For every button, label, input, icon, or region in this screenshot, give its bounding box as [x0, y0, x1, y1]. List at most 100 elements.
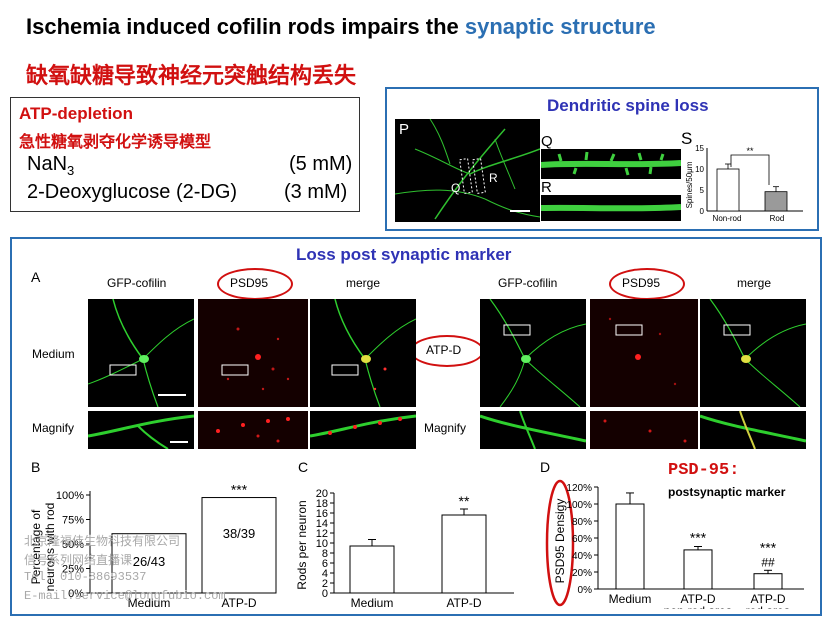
- chart-c-bar: [441, 514, 487, 594]
- spine-xlabel-rod: Rod: [770, 214, 785, 223]
- micrograph-atp-gfp: [480, 299, 586, 407]
- chart-c-ytick-label: 2: [322, 578, 328, 590]
- neuron-image-p: P Q R: [395, 119, 540, 222]
- micrograph-medium-psd95: [198, 299, 308, 407]
- spine-significance-bracket: [730, 154, 770, 185]
- psd95-note-text: postsynaptic marker: [668, 485, 786, 499]
- micrograph-medium-gfp: [88, 299, 194, 407]
- watermark-line: 北京隆福佳生物科技有限公司: [24, 535, 181, 549]
- chart-d-ylabel: PSD95 Densigy: [553, 499, 567, 584]
- atp-heading: ATP-depletion: [19, 104, 133, 123]
- chart-c-ytick-label: 8: [322, 548, 328, 560]
- spine-bar: [716, 168, 740, 212]
- spine-ytick: 5: [700, 186, 705, 195]
- col-label-merge: merge: [346, 276, 381, 290]
- reagent-concentration: (3 mM): [284, 181, 348, 203]
- reagent-row-nan3: NaN3 (5 mM): [27, 153, 352, 178]
- spine-ytick: 0: [700, 207, 705, 216]
- magnify-atp-psd95: [590, 411, 698, 449]
- magnify-medium-gfp-drawing: [88, 414, 194, 449]
- chart-c-ytick-label: 12: [316, 528, 328, 540]
- chart-d-xlabel: Medium: [609, 592, 652, 606]
- chart-d-bar: [615, 503, 645, 590]
- chart-d-significance-hash: ##: [761, 555, 775, 569]
- chart-b-ylabel: Percentage of: [29, 509, 43, 584]
- magnify-medium-psd95-drawing: [216, 417, 290, 443]
- chart-c-xlabel: Medium: [351, 596, 394, 609]
- chart-b-ytick-label: 100%: [56, 490, 84, 502]
- spine-xlabel-nonrod: Non-rod: [713, 214, 742, 223]
- chart-b-xlabel: Medium: [128, 596, 171, 609]
- chart-c-bar: [349, 545, 395, 594]
- panel-letter-a: A: [31, 269, 41, 285]
- atp-heading-chinese: 急性糖氧剥夺化学诱导模型: [19, 134, 212, 151]
- chart-b-ylabel: neurons with rod: [43, 503, 57, 592]
- chart-d-ytick-label: 100%: [566, 500, 592, 511]
- dendrite-image-q: [541, 149, 681, 179]
- chart-d-xlabel: ATP-D: [680, 592, 715, 606]
- chart-c-ylabel: Rods per neuron: [295, 500, 309, 589]
- medium-psd95-drawing: [221, 327, 290, 391]
- spine-bar-chart: Spines/50μm 0 5 10 15 ** Non-rod Rod: [685, 144, 803, 223]
- chart-d-significance: ***: [690, 530, 707, 546]
- chart-d-bar: [683, 549, 713, 590]
- chart-d-ytick-label: 60%: [572, 534, 592, 545]
- magnify-atp-psd95-drawing: [603, 419, 687, 443]
- panel-letter-c: C: [298, 459, 309, 475]
- chart-c-significance: **: [459, 493, 470, 509]
- col-label-psd95: PSD95: [230, 276, 269, 290]
- watermark-line: E-mail:service@longfubio.com: [24, 589, 226, 603]
- chart-d-ytick-label: 80%: [572, 517, 592, 528]
- magnify-medium-gfp: [88, 411, 194, 449]
- dendrite-q-drawing: [541, 151, 681, 176]
- medium-gfp-drawing: [88, 299, 194, 407]
- neuron-dendrite-drawing: [395, 119, 540, 220]
- spine-bar: [764, 191, 788, 212]
- spine-ylabel: Spines/50μm: [685, 161, 694, 208]
- spine-ytick: 10: [695, 165, 704, 174]
- loss-heading: Loss post synaptic marker: [296, 245, 512, 264]
- chart-c-ytick-label: 16: [316, 508, 328, 520]
- col-label-psd95-atp: PSD95: [622, 276, 661, 290]
- reagent-row-2dg: 2-Deoxyglucose (2-DG) (3 mM): [27, 181, 347, 204]
- magnify-atp-gfp: [480, 411, 586, 449]
- title-accent: synaptic structure: [464, 14, 656, 39]
- spine-ytick: 15: [695, 144, 704, 153]
- title-main: Ischemia induced cofilin rods impairs th…: [26, 14, 465, 39]
- row-label-magnify-atp: Magnify: [424, 421, 467, 435]
- dendritic-spine-box: Dendritic spine loss P Q R Q R: [385, 87, 819, 231]
- panel-letter-d: D: [540, 459, 551, 475]
- overlay-label-q: Q: [451, 181, 461, 195]
- chart-d-ytick-label: 40%: [572, 551, 592, 562]
- chart-b-bar: [111, 533, 187, 594]
- col-label-gfp-cofilin: GFP-cofilin: [107, 276, 167, 290]
- psd95-note-title: PSD-95:: [668, 461, 740, 480]
- micrograph-atp-psd95: [590, 299, 698, 407]
- reagent-name: NaN: [27, 153, 68, 175]
- medium-merge-drawing: [331, 299, 416, 407]
- chart-b-data-label: 26/43: [133, 554, 166, 569]
- panel-letter-s: S: [681, 129, 693, 148]
- spine-significance: **: [746, 146, 754, 156]
- chart-b-ytick-label: 0%: [68, 588, 84, 600]
- col-label-merge-atp: merge: [737, 276, 772, 290]
- reagent-concentration: (5 mM): [289, 153, 353, 175]
- watermark-line: 信号系列网络直播课: [24, 554, 133, 568]
- chart-b-ytick-label: 75%: [62, 515, 84, 527]
- chart-b-ytick-label: 25%: [62, 564, 84, 576]
- magnify-atp-merge-drawing: [700, 411, 806, 449]
- magnify-medium-merge-drawing: [310, 414, 416, 438]
- magnify-atp-merge: [700, 411, 806, 449]
- chart-d-ytick-label: 0%: [578, 585, 593, 596]
- panel-letter-b: B: [31, 459, 41, 475]
- atp-psd95-drawing: [608, 317, 677, 386]
- chart-c-xlabel: ATP-D: [446, 596, 481, 609]
- panel-letter-q: Q: [541, 133, 553, 150]
- reagent-subscript: 3: [67, 163, 75, 178]
- row-label-atp-d: ATP-D: [426, 343, 462, 357]
- chart-d-bar: [753, 573, 783, 590]
- chart-d-significance: ***: [760, 539, 777, 555]
- row-label-magnify: Magnify: [32, 421, 75, 435]
- row-label-medium: Medium: [32, 347, 75, 361]
